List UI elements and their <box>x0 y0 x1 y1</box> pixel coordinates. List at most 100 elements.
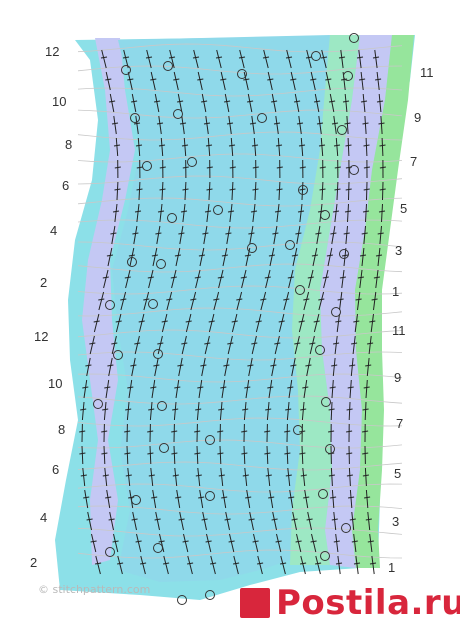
stitch-crossbar <box>346 452 353 455</box>
stitch-crossbar <box>315 232 322 235</box>
chain-stitch <box>93 399 103 409</box>
row-line <box>77 439 403 449</box>
stitch-mark <box>344 93 348 113</box>
stitch-crossbar <box>252 188 259 191</box>
stitch-crossbar <box>325 78 332 81</box>
stitch-mark <box>327 247 333 267</box>
stitch-crossbar <box>344 210 352 213</box>
stitch-crossbar <box>166 298 173 301</box>
stitch-mark <box>353 533 357 553</box>
stitch-crossbar <box>210 562 217 565</box>
stitch-mark <box>115 313 122 333</box>
stitch-mark <box>156 225 161 245</box>
stitch-mark <box>352 335 356 355</box>
stitch-mark <box>123 49 129 69</box>
stitch-crossbar <box>198 254 205 257</box>
stitch-mark <box>103 401 107 421</box>
stitch-crossbar <box>120 298 127 301</box>
stitch-mark <box>302 467 306 487</box>
stitch-crossbar <box>89 342 96 345</box>
stitch-mark <box>347 203 349 223</box>
stitch-mark <box>196 401 200 421</box>
stitch-mark <box>245 379 250 399</box>
row-line <box>77 197 403 207</box>
stitch-crossbar <box>302 386 309 389</box>
stitch-crossbar <box>349 518 356 521</box>
stitch-mark <box>251 335 257 355</box>
stitch-mark <box>362 93 366 113</box>
stitch-mark <box>146 49 152 69</box>
row-line <box>77 329 403 339</box>
stitch-crossbar <box>272 232 279 235</box>
stitch-mark <box>199 247 205 267</box>
stitch-crossbar <box>285 56 293 59</box>
stitch-crossbar <box>320 56 328 59</box>
stitch-mark <box>184 181 187 201</box>
stitch-crossbar <box>187 562 194 565</box>
stitch-crossbar <box>159 188 166 191</box>
chain-stitch <box>113 350 123 360</box>
stitch-mark <box>273 225 278 245</box>
stitch-crossbar <box>377 232 384 235</box>
stitch-crossbar <box>331 518 338 521</box>
stitch-mark <box>229 533 235 553</box>
stitch-crossbar <box>124 276 131 279</box>
stitch-mark <box>296 533 302 553</box>
stitch-crossbar <box>112 210 120 213</box>
stitch-crossbar <box>257 562 264 565</box>
stitch-mark <box>84 489 89 509</box>
stitch-mark <box>207 137 211 157</box>
stitch-mark <box>336 313 340 333</box>
row-number-left: 8 <box>58 422 66 437</box>
stitch-mark <box>287 467 291 487</box>
stitch-crossbar <box>228 144 236 147</box>
stitch-mark <box>126 401 130 421</box>
stitch-mark <box>348 181 350 201</box>
stitch-mark <box>113 115 117 135</box>
stitch-crossbar <box>375 254 383 257</box>
stitch-mark <box>271 93 277 113</box>
stitch-crossbar <box>334 166 341 169</box>
stitch-crossbar <box>364 496 371 499</box>
lavender-band-left <box>82 38 135 565</box>
stitch-crossbar <box>333 144 341 147</box>
stitch-mark <box>193 49 199 69</box>
stitch-crossbar <box>347 386 354 389</box>
stitch-mark <box>116 181 119 201</box>
stitch-crossbar <box>287 386 294 389</box>
stitch-crossbar <box>303 298 310 301</box>
stitch-crossbar <box>305 56 313 59</box>
stitch-crossbar <box>284 430 291 433</box>
stitch-mark <box>300 555 306 575</box>
stitch-crossbar <box>177 100 184 103</box>
stitch-crossbar <box>278 320 285 323</box>
chain-stitch <box>163 61 173 71</box>
stitch-crossbar <box>242 408 249 411</box>
stitch-crossbar <box>208 320 215 323</box>
stitch-mark <box>299 203 303 223</box>
stitch-crossbar <box>168 56 176 59</box>
chain-stitch <box>311 51 321 61</box>
stitch-crossbar <box>338 56 346 59</box>
stitch-crossbar <box>244 254 251 257</box>
stitch-mark <box>231 181 234 201</box>
stitch-mark <box>318 115 322 135</box>
postila-logo[interactable]: Postila.ru <box>276 583 460 623</box>
stitch-crossbar <box>190 298 197 301</box>
stitch-crossbar <box>150 386 157 389</box>
stitch-crossbar <box>197 386 204 389</box>
stitch-crossbar <box>378 122 385 125</box>
row-line <box>77 549 403 559</box>
stitch-mark <box>276 203 280 223</box>
stitch-mark <box>109 511 114 531</box>
stitch-mark <box>308 269 314 289</box>
stitch-crossbar <box>355 298 362 301</box>
stitch-crossbar <box>291 518 298 521</box>
row-number-left: 6 <box>62 178 70 193</box>
stitch-mark <box>358 49 362 69</box>
stitch-crossbar <box>140 562 147 565</box>
stitch-mark <box>197 71 203 91</box>
stitch-crossbar <box>181 144 189 147</box>
stitch-crossbar <box>295 232 302 235</box>
stitch-crossbar <box>362 474 369 477</box>
